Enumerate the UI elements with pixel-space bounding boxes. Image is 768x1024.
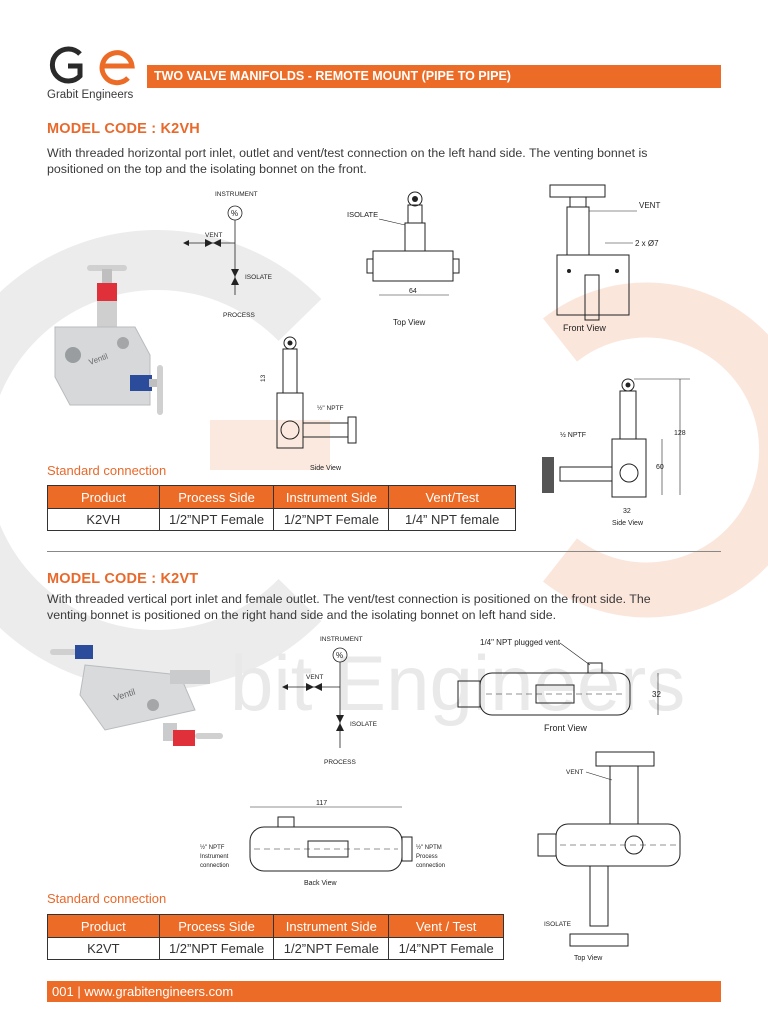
section2-description: With threaded vertical port inlet and fe…	[47, 591, 727, 623]
company-logo	[46, 40, 138, 95]
front-view-caption: Front View	[563, 323, 606, 333]
side-view-dim-13: 13	[260, 374, 267, 382]
svg-text:%: %	[231, 209, 238, 218]
table-cell: K2VH	[47, 508, 160, 531]
back-right-label-1: ½" NPTM	[416, 844, 442, 851]
table-cell: 1/2”NPT Female	[158, 508, 275, 531]
k2vh-side-view-2: ½ NPTF 128 60 32 Side View	[542, 378, 690, 527]
section1-description-line2: positioned on the top and the isolating …	[47, 162, 367, 176]
page-footer: 001 | www.grabitengineers.com	[47, 981, 721, 1002]
back-left-label-3: connection	[200, 863, 229, 869]
k2vt-top-view: VENT ISOLATE Top View	[537, 751, 681, 962]
top-view-caption: Top View	[393, 318, 426, 327]
section1-description-line1: With threaded horizontal port inlet, out…	[47, 146, 648, 160]
k2vh-product-photo: Ventil	[54, 265, 163, 415]
front-view-vent-label: VENT	[639, 201, 660, 210]
table-header-cell: Process Side	[158, 914, 275, 938]
section2-title: MODEL CODE : K2VT	[47, 571, 199, 587]
section2-spec-table: Product Process Side Instrument Side Ven…	[47, 914, 504, 960]
table-header-row: Product Process Side Instrument Side Ven…	[47, 914, 504, 938]
schematic-process-label: PROCESS	[223, 312, 255, 319]
side2-nptf-label: ½ NPTF	[560, 431, 586, 439]
table-header-cell: Instrument Side	[273, 914, 390, 938]
svg-text:%: %	[336, 651, 343, 660]
table-cell: 1/2”NPT Female	[273, 508, 390, 531]
schematic-vent-label: VENT	[205, 232, 222, 239]
table-cell: 1/2”NPT Female	[273, 937, 390, 960]
side-view-nptf-label: ½" NPTF	[317, 404, 344, 412]
side2-caption: Side View	[612, 520, 644, 527]
top2-vent-label: VENT	[566, 769, 583, 776]
top2-caption: Top View	[574, 955, 603, 962]
side2-dim-60: 60	[656, 464, 664, 471]
front2-plugged-vent-label: 1/4" NPT plugged vent	[480, 638, 561, 647]
front2-dim-32: 32	[652, 690, 661, 699]
top-view-dim-64: 64	[409, 288, 417, 295]
table-header-cell: Process Side	[158, 485, 275, 509]
section1-spec-table: Product Process Side Instrument Side Ven…	[47, 485, 516, 531]
table-header-cell: Product	[47, 485, 160, 509]
back-view-dim-117: 117	[316, 800, 327, 807]
schematic-isolate-label: ISOLATE	[245, 274, 273, 281]
page-header-title: TWO VALVE MANIFOLDS - REMOTE MOUNT (PIPE…	[147, 65, 721, 88]
k2vh-top-view: ISOLATE 64 Top View	[347, 191, 460, 327]
back-view-caption: Back View	[304, 880, 337, 887]
top-view-isolate-label: ISOLATE	[347, 210, 378, 219]
side-view-caption: Side View	[310, 465, 342, 472]
front-view-holes-label: 2 x Ø7	[635, 239, 659, 248]
front2-caption: Front View	[544, 723, 587, 733]
company-name: Grabit Engineers	[47, 89, 134, 101]
section1-description: With threaded horizontal port inlet, out…	[47, 145, 727, 177]
back-right-label-3: connection	[416, 863, 445, 869]
section1-standard-connection-title: Standard connection	[47, 463, 167, 478]
k2vh-side-view: 13 ½" NPTF Side View	[260, 336, 357, 472]
side2-dim-128: 128	[674, 430, 686, 437]
top2-isolate-label: ISOLATE	[544, 921, 572, 928]
section2-description-line1: With threaded vertical port inlet and fe…	[47, 592, 651, 606]
table-row: K2VT 1/2”NPT Female 1/2”NPT Female 1/4”N…	[47, 937, 504, 960]
schematic-instrument-label: INSTRUMENT	[215, 191, 258, 198]
logo-mark	[49, 46, 135, 86]
table-header-cell: Vent / Test	[388, 914, 504, 938]
k2vh-schematic: INSTRUMENT % VENT ISOLATE PROCESS	[183, 191, 273, 319]
footer-separator: |	[77, 984, 81, 999]
schematic2-vent-label: VENT	[306, 674, 323, 681]
k2vt-back-view: 117 ½" NPTF Instrument connection ½" NPT…	[200, 800, 445, 887]
k2vt-product-photo: Ventil	[50, 645, 223, 746]
table-header-cell: Instrument Side	[273, 485, 390, 509]
section-divider	[47, 551, 721, 552]
schematic2-instrument-label: INSTRUMENT	[320, 636, 363, 643]
k2vt-schematic: INSTRUMENT % VENT ISOLATE PROCESS	[282, 636, 378, 766]
footer-page-number: 001	[52, 984, 74, 999]
section2-standard-connection-title: Standard connection	[47, 891, 167, 906]
table-header-cell: Vent/Test	[388, 485, 516, 509]
back-left-label-1: ½" NPTF	[200, 844, 225, 851]
table-header-row: Product Process Side Instrument Side Ven…	[47, 485, 516, 509]
footer-website-link[interactable]: www.grabitengineers.com	[84, 984, 234, 999]
table-cell: K2VT	[47, 937, 160, 960]
section2-description-line2: venting bonnet is positioned on the righ…	[47, 608, 557, 622]
k2vt-front-view: 1/4" NPT plugged vent 32 Front View	[457, 638, 661, 733]
table-header-cell: Product	[47, 914, 160, 938]
schematic2-process-label: PROCESS	[324, 759, 356, 766]
k2vh-front-view: VENT 2 x Ø7 Front View	[549, 184, 660, 333]
table-cell: 1/4” NPT female	[388, 508, 516, 531]
schematic2-isolate-label: ISOLATE	[350, 721, 378, 728]
table-cell: 1/2”NPT Female	[158, 937, 275, 960]
back-left-label-2: Instrument	[200, 854, 229, 860]
side2-dim-32: 32	[623, 508, 631, 515]
section1-title: MODEL CODE : K2VH	[47, 121, 200, 137]
back-right-label-2: Process	[416, 854, 438, 860]
table-row: K2VH 1/2”NPT Female 1/2”NPT Female 1/4” …	[47, 508, 516, 531]
table-cell: 1/4”NPT Female	[388, 937, 504, 960]
